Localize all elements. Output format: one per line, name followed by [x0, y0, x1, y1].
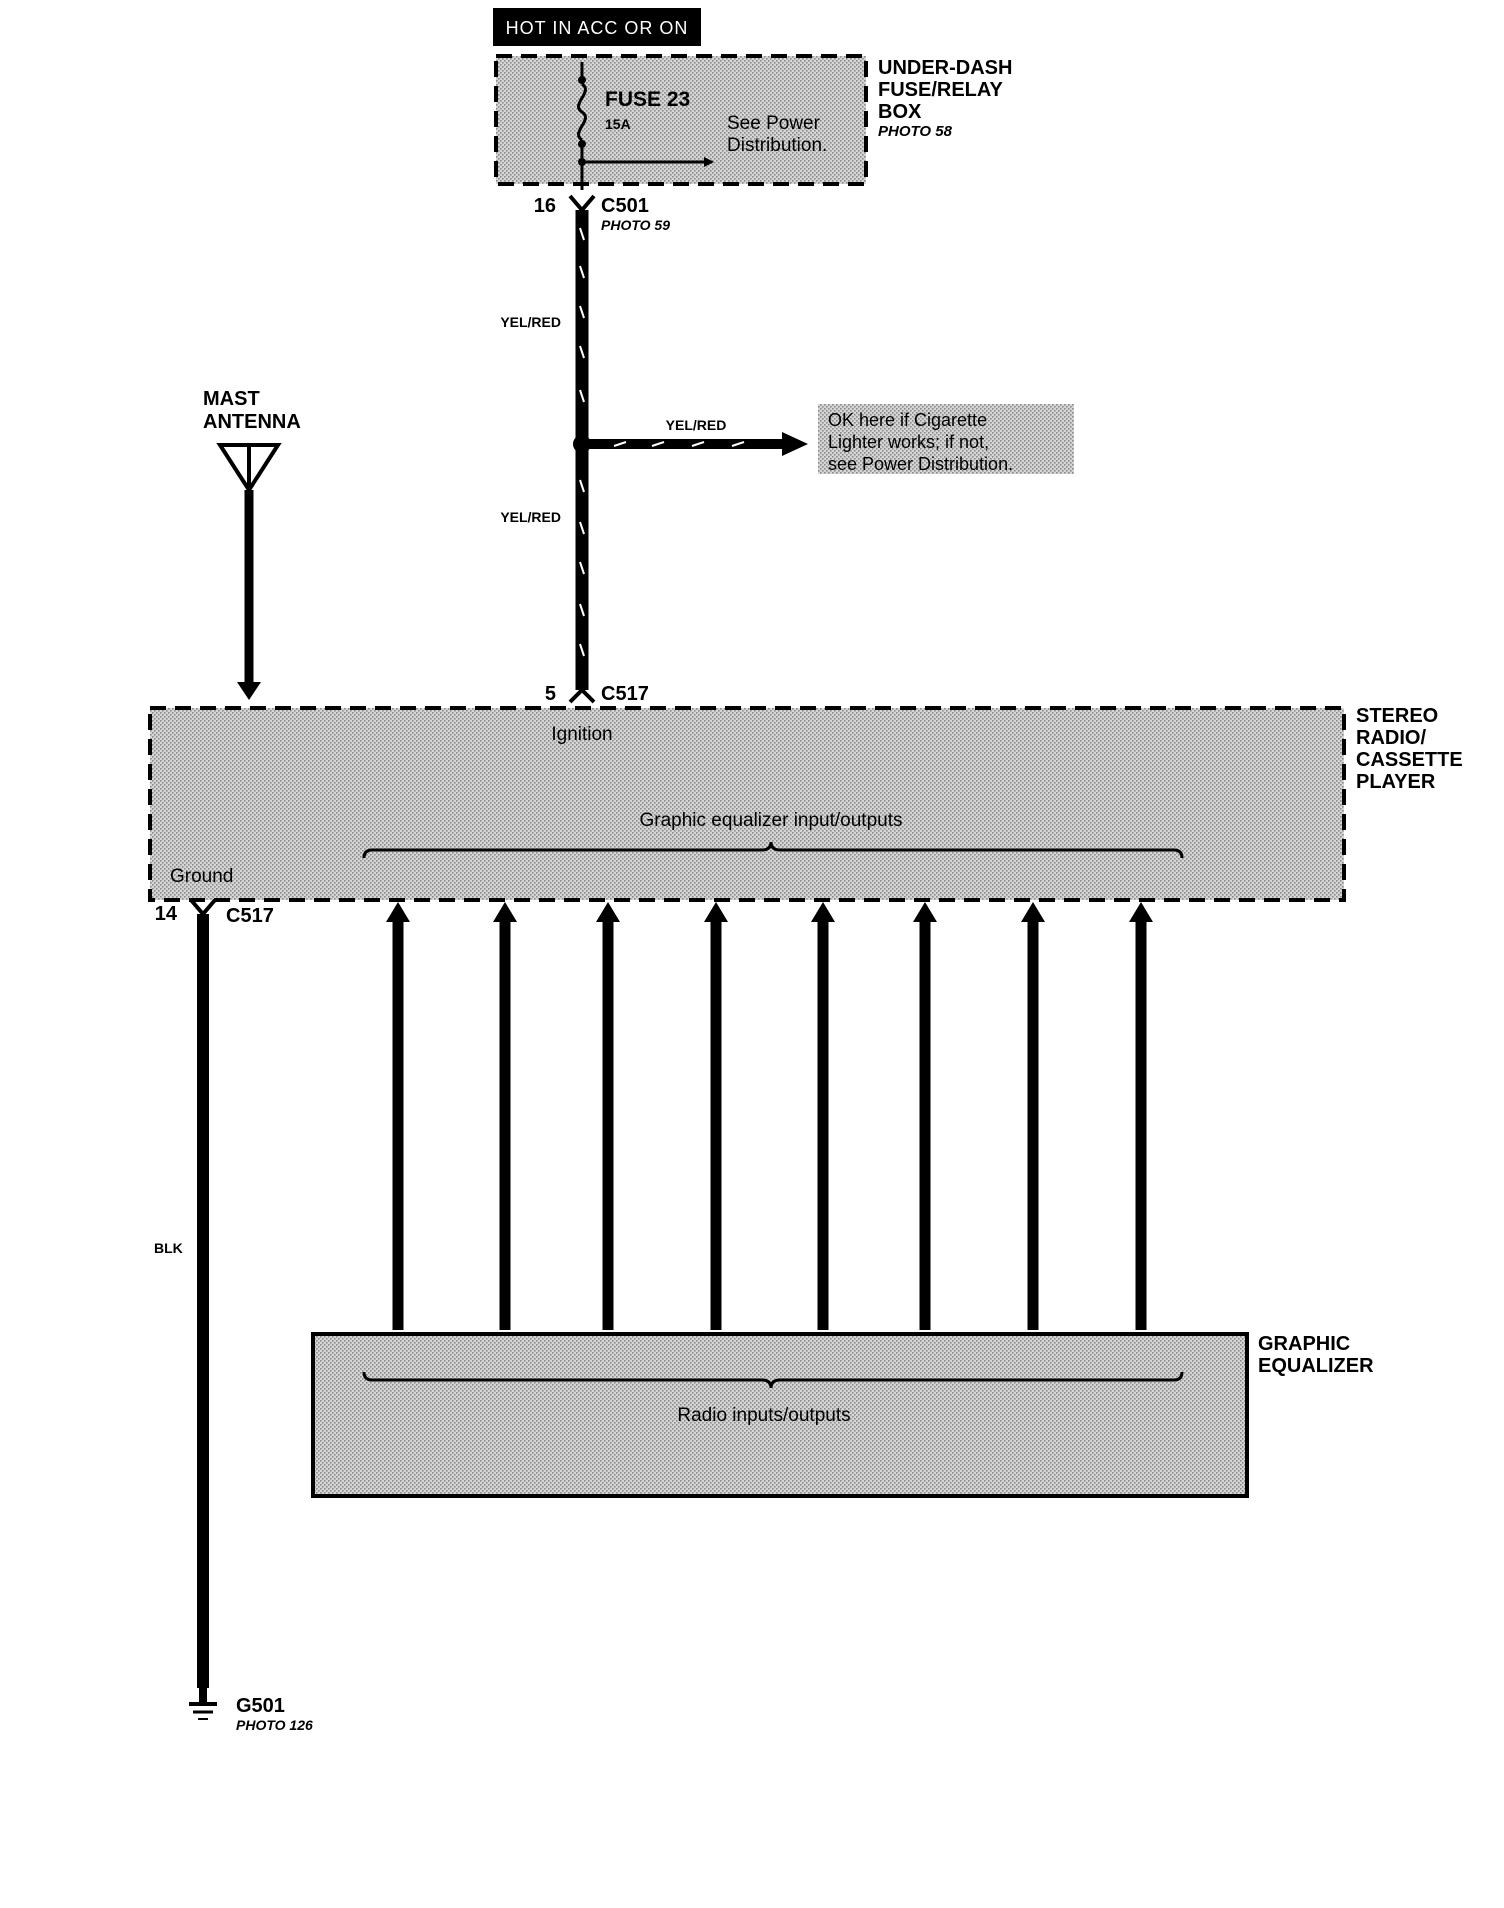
equalizer-title-2: EQUALIZER [1258, 1355, 1374, 1377]
connector-c517-power: 5 C517 [545, 683, 649, 705]
branch-note-3: see Power Distribution. [828, 454, 1013, 474]
branch-wire: YEL/RED OK here if Cigarette Lighter wor… [573, 404, 1074, 474]
graphic-equalizer-component: GRAPHIC EQUALIZER Radio inputs/outputs [311, 1332, 1374, 1498]
connector-icon [568, 687, 596, 704]
connector-c517-ground: 14 C517 [155, 898, 274, 927]
arrow-icon [1021, 902, 1045, 922]
equalizer-radio-io-label: Radio inputs/outputs [677, 1405, 850, 1426]
power-wire: YEL/RED YEL/RED [500, 210, 589, 690]
eq-wire-6 [913, 902, 937, 1330]
fuse-note-2: Distribution. [727, 135, 827, 156]
c517-ground-pin: 14 [155, 903, 178, 925]
equalizer-wires [386, 902, 1153, 1330]
mast-antenna: MAST ANTENNA [203, 388, 301, 700]
c517-ground-name: C517 [226, 905, 274, 927]
c501-pin: 16 [534, 195, 556, 217]
fuse-rating: 15A [605, 116, 631, 132]
radio-title-2: RADIO/ [1356, 727, 1426, 749]
eq-wire-3 [596, 902, 620, 1330]
ground-point-photo: PHOTO 126 [236, 1717, 313, 1733]
branch-wire-label: YEL/RED [666, 417, 727, 433]
arrow-icon [493, 902, 517, 922]
c517-power-name: C517 [601, 683, 649, 705]
radio-io-brace [362, 841, 1184, 859]
fuse-box-title-1: UNDER-DASH [878, 57, 1012, 79]
radio-ground-label: Ground [170, 866, 233, 887]
arrow-icon [782, 432, 808, 456]
c501-photo: PHOTO 59 [601, 217, 670, 233]
arrow-icon [811, 902, 835, 922]
fuse-box-title-3: BOX [878, 101, 922, 123]
ground-point-name: G501 [236, 1695, 285, 1717]
branch-note-1: OK here if Cigarette [828, 410, 987, 430]
fuse-box-photo: PHOTO 58 [878, 123, 953, 140]
eq-wire-2 [493, 902, 517, 1330]
fuse-relay-box: UNDER-DASH FUSE/RELAY BOX PHOTO 58 FUSE … [494, 54, 1012, 190]
power-banner: HOT IN ACC OR ON [493, 8, 701, 46]
eq-wire-7 [1021, 902, 1045, 1330]
equalizer-title-1: GRAPHIC [1258, 1333, 1350, 1355]
ground-wire-label: BLK [154, 1240, 183, 1256]
wire-label-upper: YEL/RED [500, 314, 561, 330]
arrow-icon [913, 902, 937, 922]
radio-title-1: STEREO [1356, 705, 1438, 727]
arrow-icon [1129, 902, 1153, 922]
equalizer-io-brace [362, 1371, 1184, 1389]
arrow-icon [237, 682, 261, 700]
antenna-label-1: MAST [203, 388, 260, 410]
arrow-icon [596, 902, 620, 922]
eq-wire-4 [704, 902, 728, 1330]
eq-wire-8 [1129, 902, 1153, 1330]
fuse-box-title-2: FUSE/RELAY [878, 79, 1004, 101]
antenna-icon [216, 443, 282, 494]
c501-name: C501 [601, 195, 649, 217]
connector-c501: 16 C501 PHOTO 59 [534, 194, 670, 233]
fuse-note-1: See Power [727, 113, 821, 134]
branch-note-2: Lighter works; if not, [828, 432, 989, 452]
radio-ignition-label: Ignition [551, 724, 612, 745]
connector-icon [568, 194, 596, 214]
radio-title-3: CASSETTE [1356, 749, 1463, 771]
eq-wire-5 [811, 902, 835, 1330]
arrow-icon [386, 902, 410, 922]
power-banner-text: HOT IN ACC OR ON [506, 18, 689, 38]
wire-label-lower: YEL/RED [500, 509, 561, 525]
fuse-icon [577, 62, 714, 190]
radio-equalizer-io-label: Graphic equalizer input/outputs [640, 810, 903, 831]
connector-icon [189, 898, 217, 918]
antenna-label-2: ANTENNA [203, 411, 301, 433]
radio-title-4: PLAYER [1356, 771, 1436, 793]
arrow-icon [704, 902, 728, 922]
fuse-name: FUSE 23 [605, 88, 690, 111]
stereo-radio-component: STEREO RADIO/ CASSETTE PLAYER Ignition G… [148, 705, 1463, 902]
ground-point: G501 PHOTO 126 [189, 1688, 313, 1733]
ground-wire: BLK [154, 914, 209, 1688]
eq-wire-1 [386, 902, 410, 1330]
ground-icon [189, 1688, 217, 1720]
c517-power-pin: 5 [545, 683, 556, 705]
